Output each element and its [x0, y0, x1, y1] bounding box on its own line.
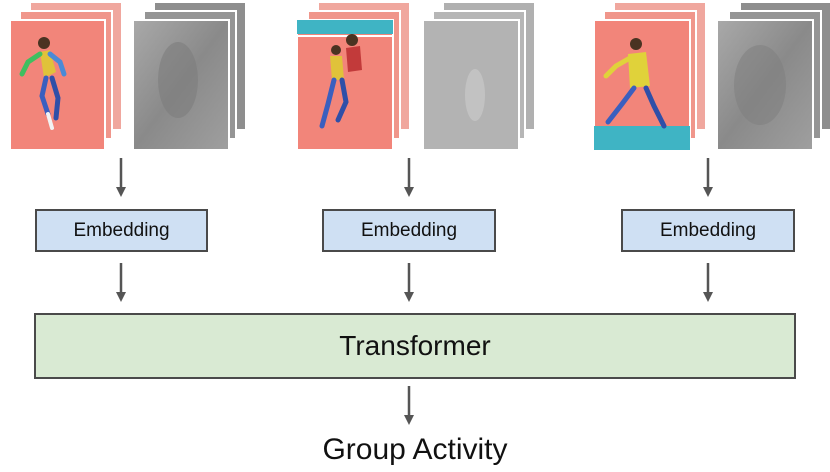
embedding-box-3: Embedding — [621, 209, 795, 252]
embedding-label-2: Embedding — [360, 219, 458, 241]
transformer-label: Transformer — [339, 330, 491, 361]
player-1-figure — [19, 37, 67, 130]
embedding-label-3: Embedding — [659, 219, 757, 241]
embedding-box-2: Embedding — [322, 209, 496, 252]
player-3-flow-stack — [716, 1, 830, 151]
transformer-box: Transformer — [34, 313, 796, 379]
player-1-rgb-stack — [9, 1, 123, 151]
player-2-rgb-stack — [296, 1, 411, 151]
group-activity-label: Group Activity — [322, 433, 508, 466]
player-3-rgb-stack — [593, 1, 707, 151]
player-2-figure — [319, 34, 362, 129]
embedding-box-1: Embedding — [35, 209, 208, 252]
player-2-flow-stack — [422, 1, 536, 151]
player-3-figure — [603, 38, 667, 129]
player-1-flow-stack — [132, 1, 247, 151]
embedding-label-1: Embedding — [73, 219, 170, 241]
